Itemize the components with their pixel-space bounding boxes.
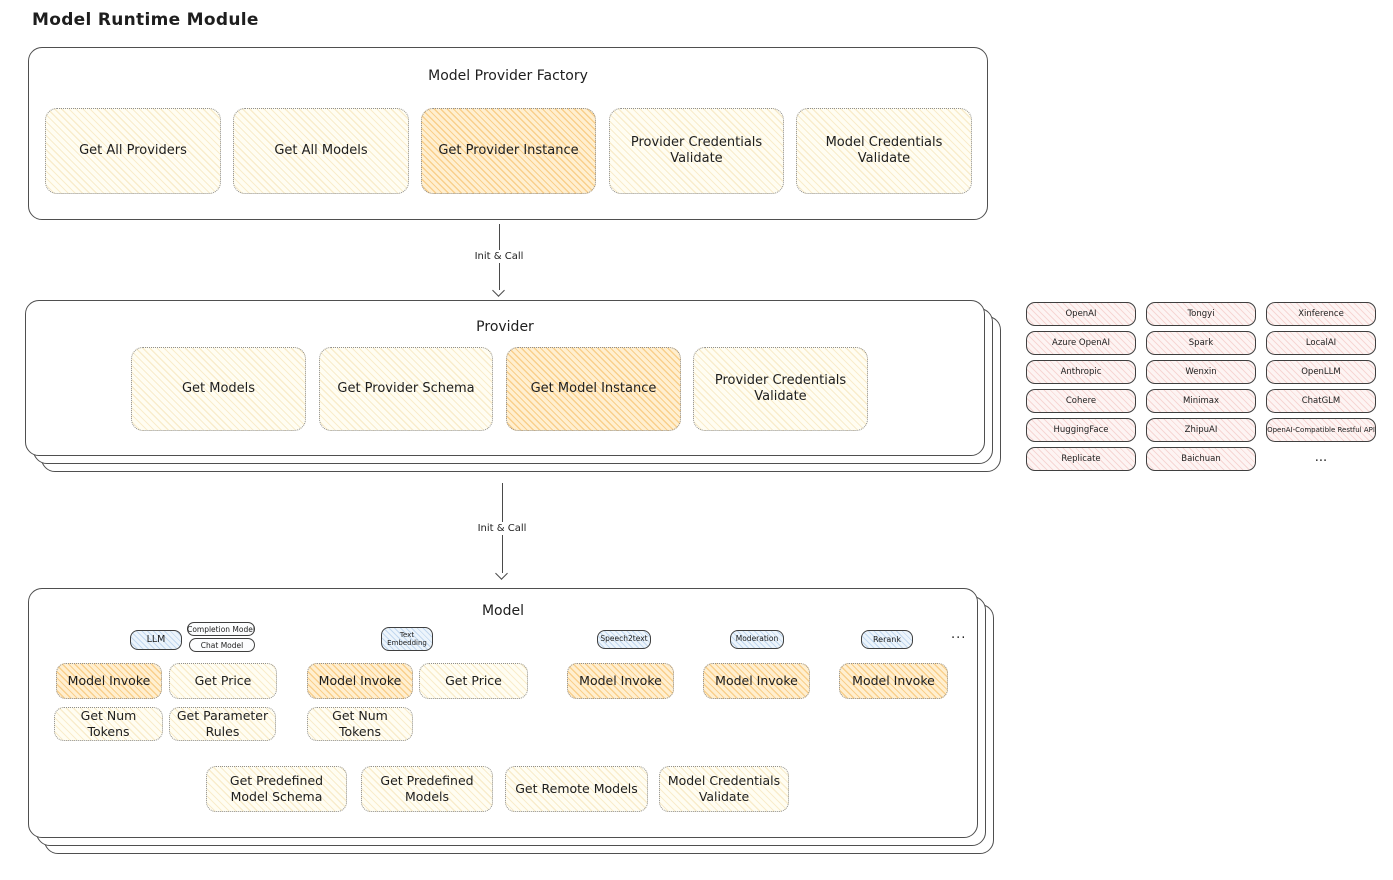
provider-list-ellipsis: ... (1314, 450, 1328, 465)
provider-chip-zhipuai[interactable]: ZhipuAI (1146, 418, 1256, 442)
node-get-all-providers[interactable]: Get All Providers (45, 108, 221, 194)
provider-chip-replicate[interactable]: Replicate (1026, 447, 1136, 471)
node-provider-credentials-validate-2[interactable]: Provider Credentials Validate (693, 347, 868, 431)
node-get-models[interactable]: Get Models (131, 347, 306, 431)
node-llm-model-invoke[interactable]: Model Invoke (56, 663, 162, 699)
node-model-credentials-validate[interactable]: Model Credentials Validate (796, 108, 972, 194)
tab-rerank[interactable]: Rerank (861, 630, 913, 649)
arrow-head-icon (492, 284, 505, 297)
provider-title: Provider (476, 319, 534, 335)
node-get-all-models[interactable]: Get All Models (233, 108, 409, 194)
provider-chip-baichuan[interactable]: Baichuan (1146, 447, 1256, 471)
provider-chip-localai[interactable]: LocalAI (1266, 331, 1376, 355)
node-get-model-instance[interactable]: Get Model Instance (506, 347, 681, 431)
node-llm-get-num-tokens[interactable]: Get Num Tokens (54, 707, 163, 741)
node-get-provider-schema[interactable]: Get Provider Schema (319, 347, 493, 431)
provider-chip-spark[interactable]: Spark (1146, 331, 1256, 355)
arrow-head-icon (495, 567, 508, 580)
provider-chip-cohere[interactable]: Cohere (1026, 389, 1136, 413)
node-s2t-model-invoke[interactable]: Model Invoke (567, 663, 674, 699)
provider-chip-minimax[interactable]: Minimax (1146, 389, 1256, 413)
provider-chip-openai[interactable]: OpenAI (1026, 302, 1136, 326)
arrow-label: Init & Call (472, 522, 532, 535)
provider-chip-wenxin[interactable]: Wenxin (1146, 360, 1256, 384)
tab-llm[interactable]: LLM (130, 630, 182, 650)
tab-text-embedding[interactable]: Text Embedding (381, 627, 433, 651)
provider-chip-tongyi[interactable]: Tongyi (1146, 302, 1256, 326)
tab-moderation[interactable]: Moderation (730, 630, 784, 649)
node-model-credentials-validate-2[interactable]: Model Credentials Validate (659, 766, 789, 812)
arrow-init-call-1: Init & Call (469, 224, 529, 297)
node-rerank-model-invoke[interactable]: Model Invoke (839, 663, 948, 699)
provider-chip-openai-compatible[interactable]: OpenAI-Compatible Restful API (1266, 418, 1376, 442)
arrow-label: Init & Call (469, 250, 529, 263)
arrow-init-call-2: Init & Call (472, 483, 532, 580)
provider-chip-xinference[interactable]: Xinference (1266, 302, 1376, 326)
model-title: Model (481, 603, 525, 619)
provider-chip-openllm[interactable]: OpenLLM (1266, 360, 1376, 384)
provider-chip-huggingface[interactable]: HuggingFace (1026, 418, 1136, 442)
provider-chip-azure-openai[interactable]: Azure OpenAI (1026, 331, 1136, 355)
tab-speech2text[interactable]: Speech2text (597, 630, 651, 649)
node-llm-get-parameter-rules[interactable]: Get Parameter Rules (169, 707, 276, 741)
node-te-model-invoke[interactable]: Model Invoke (307, 663, 413, 699)
node-llm-get-price[interactable]: Get Price (169, 663, 277, 699)
factory-panel: Model Provider Factory Get All Providers… (28, 47, 988, 220)
tab-chat-model[interactable]: Chat Model (189, 638, 255, 652)
node-get-predefined-model-schema[interactable]: Get Predefined Model Schema (206, 766, 347, 812)
providers-list: OpenAI Tongyi Xinference Azure OpenAI Sp… (1026, 302, 1377, 472)
node-moderation-model-invoke[interactable]: Model Invoke (703, 663, 810, 699)
model-panel: Model LLM Completion Model Chat Model Te… (28, 588, 994, 854)
provider-chip-anthropic[interactable]: Anthropic (1026, 360, 1136, 384)
tab-completion-model[interactable]: Completion Model (187, 622, 255, 636)
factory-title: Model Provider Factory (428, 68, 588, 84)
provider-panel: Provider Get Models Get Provider Schema … (25, 300, 1001, 472)
provider-chip-chatglm[interactable]: ChatGLM (1266, 389, 1376, 413)
page-title: Model Runtime Module (32, 10, 259, 30)
node-get-provider-instance[interactable]: Get Provider Instance (421, 108, 596, 194)
node-te-get-price[interactable]: Get Price (419, 663, 528, 699)
node-provider-credentials-validate[interactable]: Provider Credentials Validate (609, 108, 784, 194)
node-get-predefined-models[interactable]: Get Predefined Models (361, 766, 493, 812)
node-get-remote-models[interactable]: Get Remote Models (505, 766, 648, 812)
node-te-get-num-tokens[interactable]: Get Num Tokens (307, 707, 413, 741)
tabs-ellipsis: ... (951, 627, 967, 642)
